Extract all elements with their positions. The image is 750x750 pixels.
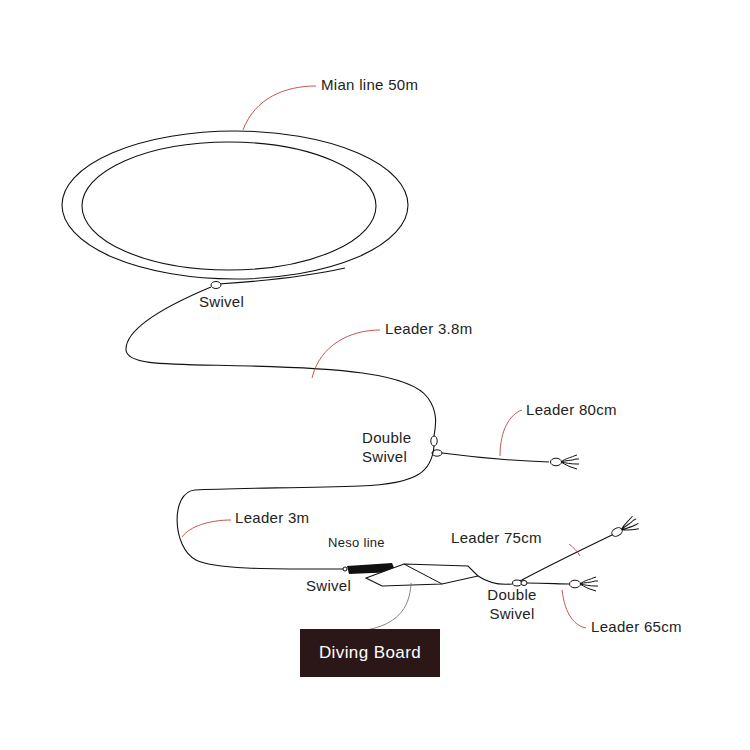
box-text: Diving Board: [319, 643, 421, 663]
main-line-coil-outer: [62, 131, 408, 279]
callout-line: [366, 583, 411, 630]
swivel: [343, 567, 347, 571]
leader-label: Leader 3m: [235, 508, 309, 527]
leader-label: Leader 3.8m: [385, 319, 473, 338]
swivel-label: Swivel: [199, 292, 244, 311]
double-swivel: [431, 436, 437, 446]
swivel-label: Swivel: [306, 576, 351, 595]
double-swivel: [521, 581, 527, 586]
line-label: Neso line: [328, 533, 385, 552]
leader-line: [442, 453, 549, 462]
leader-label: Leader 80cm: [526, 400, 617, 419]
leader-line: [478, 576, 512, 584]
coil-label: Mian line 50m: [321, 75, 418, 94]
leader-line: [527, 583, 569, 584]
swivel-label: Double Swivel: [481, 585, 543, 623]
label-box: Diving Board: [300, 629, 440, 677]
leader-label: Leader 75cm: [451, 528, 542, 547]
callout-lines: [182, 86, 586, 628]
main-line-end: [218, 268, 345, 284]
main-line-coil-inner: [82, 142, 376, 270]
swivel: [211, 282, 221, 289]
squid-lure: [570, 577, 599, 591]
swivel-label: Double Swivel: [362, 428, 424, 466]
diving-board-shape: [366, 564, 478, 586]
leader-label: Leader 65cm: [591, 617, 682, 636]
squid-lure: [609, 515, 641, 540]
diving-board-edge: [404, 564, 442, 584]
leader-line: [126, 287, 436, 436]
squid-lure: [551, 455, 580, 469]
